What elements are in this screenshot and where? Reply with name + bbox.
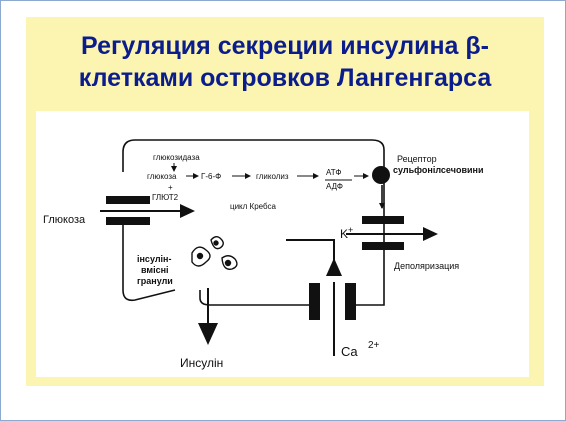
granules-label-2: вмісні [141, 265, 169, 275]
k-ion-label: K+ [340, 225, 353, 241]
title-line-1: Регуляция секреции инсулина β- [81, 32, 489, 60]
slide-title: Регуляция секреции инсулина β- клетками … [26, 30, 544, 94]
calcium-ion-charge: 2+ [368, 340, 380, 351]
depolarization-arrow-head [326, 258, 342, 276]
title-line-2: клетками островков Лангенгарса [78, 64, 492, 92]
insulin-label: Инсулін [180, 356, 223, 370]
ca-channel-right [345, 283, 356, 320]
plus-label: + [168, 183, 173, 192]
glut2-label: ГЛЮТ2 [152, 193, 179, 202]
sulfonylurea-receptor [372, 166, 390, 184]
insulin-release-arrow-head [198, 323, 218, 345]
insulin-granules [191, 236, 238, 270]
adp-label: АДФ [326, 182, 343, 191]
krebs-label: цикл Кребса [230, 202, 276, 211]
k-ion-charge: + [348, 225, 353, 235]
receptor-label-1: Рецептор [397, 154, 437, 164]
diagram-area [36, 111, 529, 377]
receptor-label-2: сульфонілсечовини [393, 165, 483, 175]
k-efflux-arrow-head [423, 227, 438, 241]
glut2-channel-top [106, 196, 150, 204]
granules-label-3: гранули [137, 276, 173, 286]
ca-channel-left [309, 283, 320, 320]
g6p-label: Г-6-Ф [201, 172, 221, 181]
calcium-ion-symbol: Ca [341, 344, 358, 359]
k-ion-symbol: K [340, 227, 348, 241]
granules-label-1: інсулін- [137, 254, 171, 264]
atp-label: АТФ [326, 168, 341, 177]
k-channel-top [362, 216, 404, 224]
glycolysis-label: гликолиз [256, 172, 289, 181]
glucose-arrow-head [180, 204, 195, 218]
glucose-inner-label: глюкоза [147, 172, 177, 181]
k-channel-bottom [362, 242, 404, 250]
glut2-channel-bottom [106, 217, 150, 225]
glucose-label: Глюкоза [43, 214, 86, 226]
glucosidase-label: глюкозидаза [153, 153, 200, 162]
depolarization-label: Деполяризация [394, 261, 459, 271]
cell-membrane [122, 139, 385, 306]
depolarization-path [286, 239, 335, 266]
